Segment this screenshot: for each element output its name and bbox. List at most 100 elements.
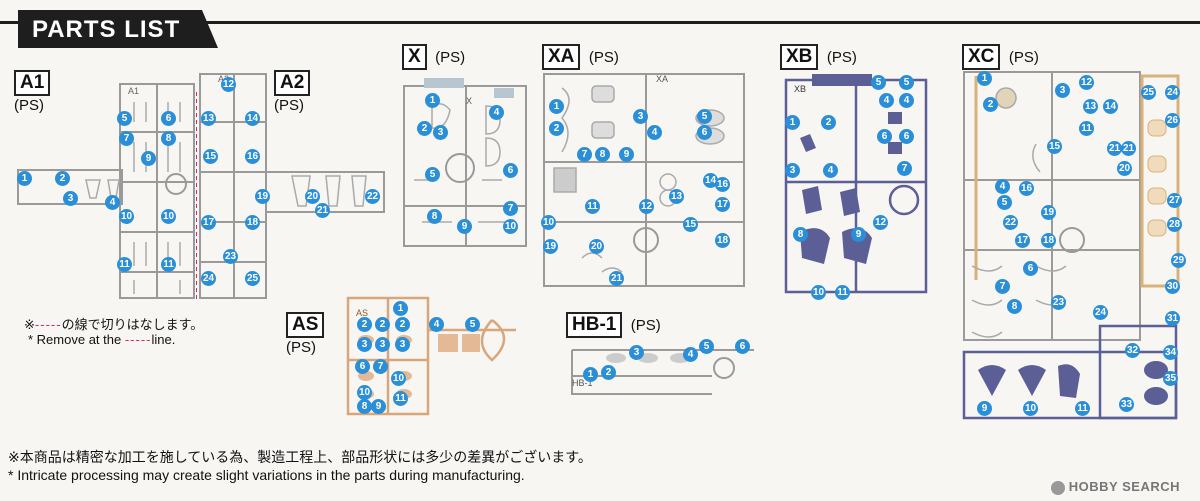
part-number-badge: 10 <box>811 285 826 300</box>
part-number-badge: 4 <box>429 317 444 332</box>
part-number-badge: 18 <box>1041 233 1056 248</box>
cut-note-jp-text: の線で切りはなします。 <box>61 317 204 332</box>
part-number-badge: 12 <box>873 215 888 230</box>
part-number-badge: 1 <box>785 115 800 130</box>
part-number-badge: 18 <box>715 233 730 248</box>
part-number-badge: 21 <box>315 203 330 218</box>
part-number-badge: 1 <box>583 367 598 382</box>
runner-as-mark: AS <box>356 308 369 318</box>
runner-xa-mark: XA <box>656 74 669 84</box>
runner-hb1-frame <box>571 349 754 395</box>
runner-label-a2: A2 (PS) <box>274 70 311 114</box>
part-number-badge: 15 <box>203 149 218 164</box>
runner-x-mark: X <box>466 96 473 106</box>
footer-en: * Intricate processing may create slight… <box>8 467 525 483</box>
part-number-badge: 31 <box>1165 311 1180 326</box>
part-number-badge: 25 <box>1141 85 1156 100</box>
part-number-badge: 21 <box>609 271 624 286</box>
part-number-badge: 24 <box>1165 85 1180 100</box>
runner-xb-mark: XB <box>794 84 807 94</box>
part-number-badge: 12 <box>221 77 236 92</box>
part-number-badge: 17 <box>201 215 216 230</box>
runner-xc: XC <box>962 70 1184 422</box>
part-number-badge: 11 <box>1079 121 1094 136</box>
part-number-badge: 20 <box>1117 161 1132 176</box>
part-number-badge: 14 <box>245 111 260 126</box>
runner-label-hb1: HB-1 (PS) <box>566 312 661 338</box>
part-number-badge: 7 <box>119 131 134 146</box>
part-number-badge: 17 <box>1015 233 1030 248</box>
part-number-badge: 8 <box>793 227 808 242</box>
part-number-badge: 1 <box>425 93 440 108</box>
part-number-badge: 29 <box>1171 253 1186 268</box>
runner-a2-frame <box>196 73 385 300</box>
cut-note-jp-prefix: ※ <box>24 317 35 332</box>
part-number-badge: 16 <box>245 149 260 164</box>
part-number-badge: 10 <box>161 209 176 224</box>
part-number-badge: 10 <box>357 385 372 400</box>
part-number-badge: 33 <box>1119 397 1134 412</box>
part-number-badge: 20 <box>589 239 604 254</box>
cut-note-en-suffix: line. <box>151 332 176 347</box>
part-number-badge: 2 <box>549 121 564 136</box>
part-number-badge: 17 <box>715 197 730 212</box>
part-number-badge: 34 <box>1163 345 1178 360</box>
part-number-badge: 6 <box>1023 261 1038 276</box>
part-number-badge: 12 <box>1079 75 1094 90</box>
part-number-badge: 27 <box>1167 193 1182 208</box>
part-number-badge: 1 <box>17 171 32 186</box>
part-number-badge: 13 <box>201 111 216 126</box>
part-number-badge: 12 <box>639 199 654 214</box>
part-number-badge: 1 <box>977 71 992 86</box>
part-number-badge: 1 <box>549 99 564 114</box>
part-number-badge: 23 <box>223 249 238 264</box>
runner-xc-material: (PS) <box>1008 49 1039 67</box>
runner-xc-frame <box>962 71 1180 420</box>
runner-x-name: X <box>402 44 427 70</box>
hobby-search-logo-icon <box>1050 481 1065 495</box>
part-number-badge: 4 <box>489 105 504 120</box>
part-number-badge: 24 <box>201 271 216 286</box>
cut-note-en: * Remove at the -----line. <box>28 332 175 347</box>
part-number-badge: 2 <box>601 365 616 380</box>
part-number-badge: 32 <box>1125 343 1140 358</box>
part-number-badge: 7 <box>373 359 388 374</box>
part-number-badge: 2 <box>395 317 410 332</box>
part-number-badge: 22 <box>365 189 380 204</box>
part-number-badge: 2 <box>417 121 432 136</box>
title-rule <box>0 21 1200 24</box>
part-number-badge: 3 <box>633 109 648 124</box>
cut-note-en-prefix: * Remove at the <box>28 332 122 347</box>
part-number-badge: 3 <box>63 191 78 206</box>
part-number-badge: 2 <box>983 97 998 112</box>
part-number-badge: 3 <box>395 337 410 352</box>
part-number-badge: 6 <box>735 339 750 354</box>
runner-a1-mark: A1 <box>128 86 140 96</box>
part-number-badge: 3 <box>433 125 448 140</box>
runner-label-xb: XB (PS) <box>780 44 857 70</box>
runner-hb1-name: HB-1 <box>566 312 623 338</box>
part-number-badge: 3 <box>785 163 800 178</box>
watermark: HOBBY SEARCH <box>1050 479 1180 495</box>
part-number-badge: 5 <box>117 111 132 126</box>
footer-jp: ※本商品は精密な加工を施している為、製造工程上、部品形状には多少の差異がございま… <box>8 450 592 466</box>
part-number-badge: 23 <box>1051 295 1066 310</box>
part-number-badge: 13 <box>1083 99 1098 114</box>
part-number-badge: 24 <box>1093 305 1108 320</box>
watermark-text: HOBBY SEARCH <box>1068 479 1180 495</box>
part-number-badge: 4 <box>823 163 838 178</box>
part-number-badge: 15 <box>1047 139 1062 154</box>
part-number-badge: 16 <box>715 177 730 192</box>
part-number-badge: 9 <box>371 399 386 414</box>
runner-hb1: HB-1 <box>568 336 758 398</box>
part-number-badge: 30 <box>1165 279 1180 294</box>
part-number-badge: 28 <box>1167 217 1182 232</box>
part-number-badge: 9 <box>457 219 472 234</box>
runner-as-name: AS <box>286 312 325 338</box>
part-number-badge: 6 <box>899 129 914 144</box>
page-title: PARTS LIST <box>32 16 181 43</box>
part-number-badge: 21 <box>1107 141 1122 156</box>
part-number-badge: 6 <box>355 359 370 374</box>
runner-xc-name: XC <box>962 44 1001 70</box>
cut-note-jp: ※-----の線で切りはなします。 <box>24 314 203 333</box>
